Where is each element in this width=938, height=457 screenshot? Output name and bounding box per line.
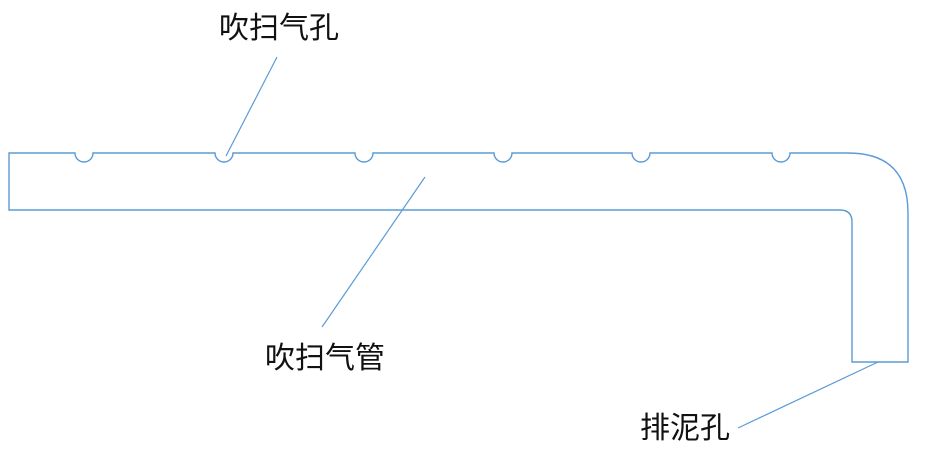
drain-hole-label: 排泥孔 [640, 411, 730, 446]
drain-hole-leader [737, 361, 879, 429]
blow-pipe-label: 吹扫气管 [265, 341, 385, 376]
blow-hole-leader [225, 56, 278, 157]
blow-pipe-outline [8, 152, 909, 363]
blow-pipe-leader [321, 176, 426, 328]
blow-hole-label: 吹扫气孔 [219, 11, 339, 46]
